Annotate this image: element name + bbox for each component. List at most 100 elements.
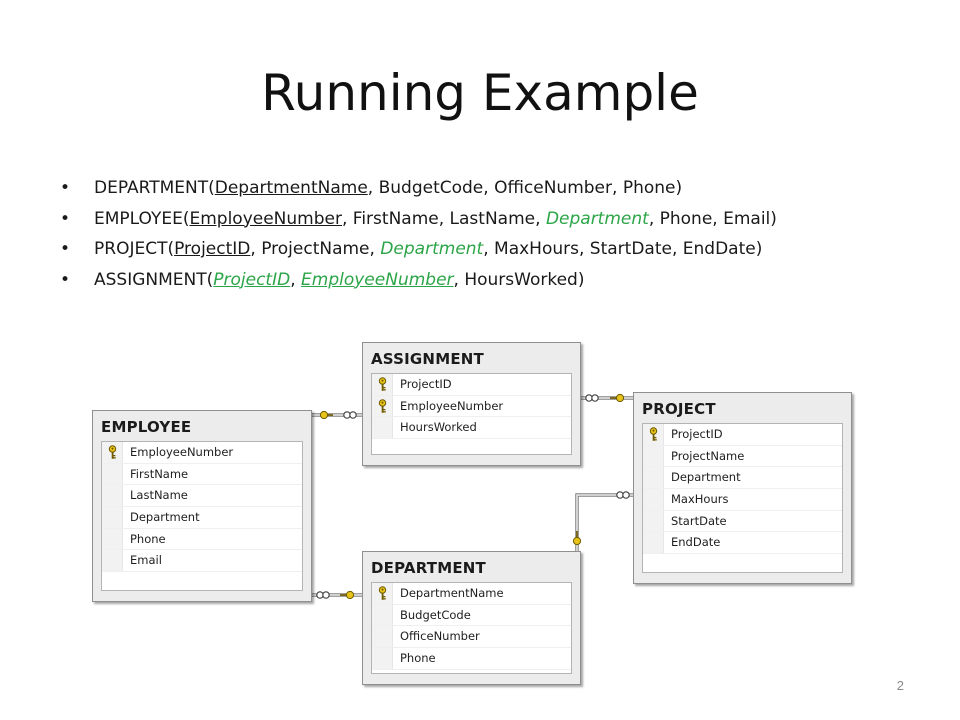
column-row[interactable]: ProjectID (643, 424, 842, 446)
attr-separator: , (612, 178, 623, 198)
column-row[interactable]: Email (102, 550, 302, 573)
column-row[interactable]: Department (102, 507, 302, 529)
attr-separator: , (578, 239, 590, 259)
row-selector (102, 528, 123, 550)
connector-employee-department (312, 590, 362, 600)
attr-separator: , (438, 208, 450, 229)
relation-attr: Email (723, 208, 771, 229)
column-name: DepartmentName (400, 586, 504, 600)
relation-attr: Department (380, 239, 484, 259)
relation-item: •PROJECT(ProjectID, ProjectName, Departm… (60, 234, 920, 265)
column-name: EndDate (671, 535, 721, 550)
row-selector (372, 583, 393, 604)
column-row[interactable]: OfficeNumber (372, 626, 571, 649)
table-title: DEPARTMENT (371, 559, 486, 577)
bullet-dot: • (60, 269, 71, 290)
key-end-icon (610, 393, 625, 403)
column-name: Phone (130, 531, 166, 546)
table-title: ASSIGNMENT (371, 350, 484, 368)
column-row[interactable]: EmployeeNumber (102, 442, 302, 464)
column-row[interactable]: FirstName (102, 463, 302, 486)
bullet-dot: • (60, 239, 71, 259)
bullet-dot: • (60, 178, 71, 198)
row-selector (102, 485, 123, 507)
primary-key-icon (108, 445, 117, 459)
relation-item: •EMPLOYEE(EmployeeNumber, FirstName, Las… (60, 204, 920, 235)
column-row[interactable]: BudgetCode (372, 604, 571, 627)
relation-attr: Phone (659, 208, 713, 229)
column-name: HoursWorked (400, 420, 477, 435)
column-name: OfficeNumber (400, 629, 480, 644)
attr-separator: , (369, 239, 381, 259)
relation-attr: DepartmentName (214, 178, 368, 198)
relation-attr: BudgetCode (378, 178, 484, 198)
column-name: LastName (130, 488, 188, 503)
row-selector (102, 442, 123, 463)
column-row[interactable]: Phone (372, 648, 571, 670)
column-row[interactable]: MaxHours (643, 489, 842, 511)
relation-attr: EmployeeNumber (301, 269, 454, 290)
row-selector (643, 424, 664, 445)
column-row[interactable]: StartDate (643, 510, 842, 533)
attr-separator: , (341, 208, 353, 229)
column-row[interactable]: EndDate (643, 532, 842, 555)
attr-separator: , (671, 239, 683, 259)
relation-attr: OfficeNumber (494, 178, 612, 198)
column-row[interactable]: Phone (102, 528, 302, 551)
primary-key-icon (378, 398, 387, 413)
connector-assignment-project (581, 393, 633, 403)
table-title: EMPLOYEE (101, 418, 192, 436)
relation-attr: ProjectName (261, 239, 370, 259)
relation-list: •DEPARTMENT(DepartmentName, BudgetCode, … (60, 173, 920, 295)
relation-attr: LastName (449, 208, 536, 229)
infinity-end-icon (616, 491, 630, 499)
column-row[interactable]: HoursWorked (372, 417, 571, 440)
column-name: EmployeeNumber (130, 445, 234, 459)
relation-attr: StartDate (589, 239, 672, 259)
row-selector (643, 532, 664, 554)
column-name: StartDate (671, 513, 727, 528)
column-row[interactable]: Department (643, 467, 842, 490)
column-name: MaxHours (671, 492, 729, 507)
relation-attr: ProjectID (213, 269, 291, 290)
connector-line (576, 494, 633, 552)
attr-separator: , (453, 269, 465, 290)
column-name: ProjectID (400, 377, 452, 391)
infinity-end-icon (585, 394, 599, 402)
column-name: Department (671, 470, 741, 485)
column-row[interactable]: EmployeeNumber (372, 395, 571, 418)
key-end-icon (340, 590, 355, 600)
column-name: FirstName (130, 466, 189, 481)
bullet-dot: • (60, 208, 71, 229)
connector-department-project (572, 491, 633, 552)
primary-key-icon (649, 427, 658, 441)
attr-separator: , (483, 178, 495, 198)
row-selector (102, 507, 123, 528)
primary-key-icon (378, 586, 387, 600)
column-name: BudgetCode (400, 607, 471, 622)
relation-name: DEPARTMENT (94, 178, 209, 198)
attr-separator: , (290, 269, 302, 290)
row-selector (372, 395, 393, 417)
relation-attr: MaxHours (494, 239, 579, 259)
column-row[interactable]: DepartmentName (372, 583, 571, 605)
relation-name: ASSIGNMENT (94, 269, 207, 290)
column-row[interactable]: ProjectName (643, 445, 842, 468)
infinity-end-icon (316, 591, 330, 599)
relation-item: •DEPARTMENT(DepartmentName, BudgetCode, … (60, 173, 920, 204)
column-row[interactable]: LastName (102, 485, 302, 508)
column-name: Email (130, 553, 162, 568)
relation-attr: ProjectID (174, 239, 251, 259)
column-row[interactable]: ProjectID (372, 374, 571, 396)
relation-name: EMPLOYEE (94, 208, 183, 229)
column-name: Phone (400, 651, 436, 666)
